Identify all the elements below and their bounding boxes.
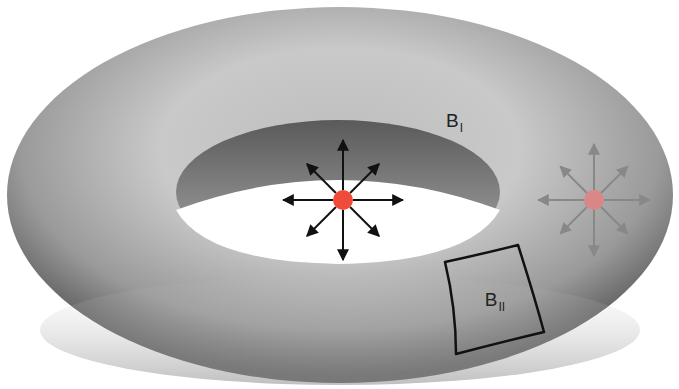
- surface-patch: BII: [440, 240, 550, 360]
- field-arrow: [601, 166, 628, 193]
- field-arrow: [538, 199, 584, 201]
- subscript-label: II: [499, 300, 506, 314]
- field-arrow: [283, 199, 333, 201]
- field-arrow: [353, 199, 403, 201]
- field-arrow: [350, 164, 379, 193]
- field-arrow: [342, 210, 344, 260]
- field-arrows: [283, 140, 403, 260]
- faded-field-arrows: [538, 144, 650, 256]
- field-arrow: [593, 144, 595, 190]
- torus-hole: [176, 120, 500, 264]
- patch-border: [445, 245, 544, 354]
- field-arrow: [560, 166, 587, 193]
- hole-opening: [176, 180, 500, 264]
- field-arrow: [593, 210, 595, 256]
- subscript-label: I: [460, 121, 463, 135]
- field-arrow: [342, 140, 344, 190]
- patch-label: B: [485, 289, 498, 310]
- field-arrow: [307, 164, 336, 193]
- charge-dot: [333, 190, 353, 210]
- torus-shade: [40, 275, 640, 385]
- region-label: B: [446, 110, 459, 132]
- field-arrow: [307, 207, 336, 236]
- field-arrow: [604, 199, 650, 201]
- field-arrow: [350, 207, 379, 236]
- field-arrow: [601, 207, 628, 234]
- field-arrow: [560, 207, 587, 234]
- faded-charge-dot: [584, 190, 604, 210]
